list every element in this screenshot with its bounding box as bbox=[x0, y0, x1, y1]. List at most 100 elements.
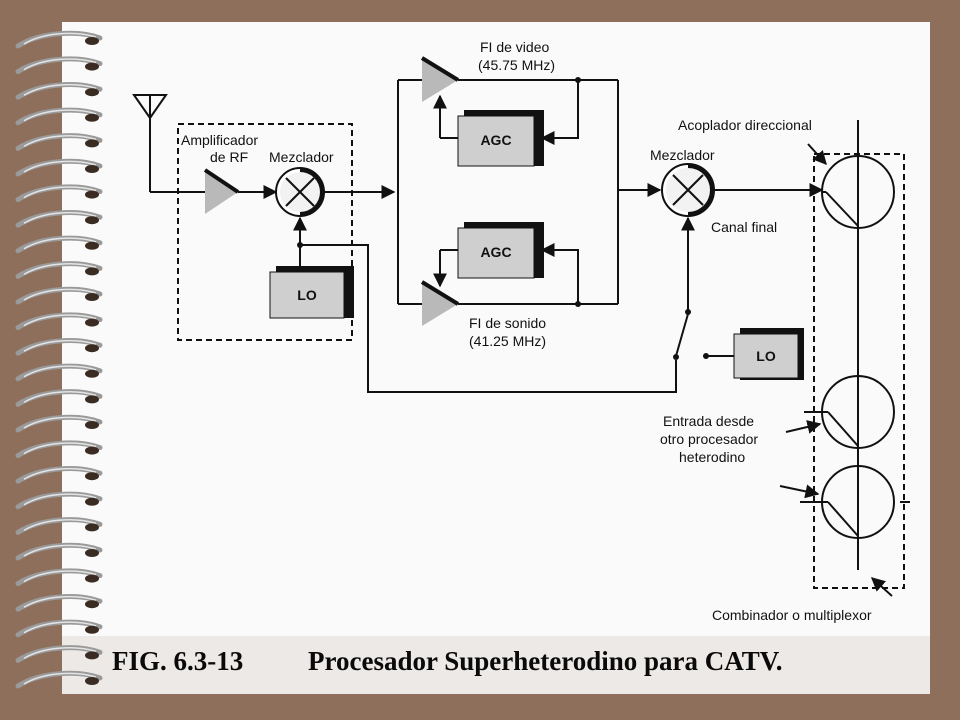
binding-hole bbox=[85, 472, 99, 481]
lo-1-block bbox=[269, 266, 354, 319]
acoplador-pointer bbox=[807, 143, 827, 166]
binding-hole bbox=[85, 677, 99, 685]
binding-hole bbox=[85, 113, 99, 122]
label-mezclador-1: Mezclador bbox=[269, 149, 334, 165]
binding-hole bbox=[85, 497, 99, 506]
spiral-ring-highlight bbox=[23, 519, 97, 532]
binding-hole bbox=[85, 369, 99, 378]
binding-hole bbox=[85, 395, 99, 404]
label-entrada-2: otro procesador bbox=[660, 431, 758, 447]
label-mezclador-2: Mezclador bbox=[650, 147, 715, 163]
binding-hole bbox=[85, 241, 99, 250]
agc-video-block bbox=[457, 110, 544, 167]
spiral-ring-highlight bbox=[23, 160, 97, 173]
binding-hole bbox=[85, 165, 99, 173]
spiral-ring-highlight bbox=[23, 570, 97, 583]
spiral-ring-highlight bbox=[23, 621, 97, 634]
label-entrada-1: Entrada desde bbox=[663, 413, 754, 429]
binding-hole bbox=[85, 88, 99, 97]
spiral-ring-highlight bbox=[23, 288, 97, 301]
agc-sound-label: AGC bbox=[480, 244, 511, 260]
label-fi-video: FI de video bbox=[480, 39, 549, 55]
spiral-ring-highlight bbox=[23, 672, 97, 685]
lo-2-label: LO bbox=[756, 348, 776, 364]
spiral-ring-highlight bbox=[23, 83, 97, 96]
spiral-binding bbox=[15, 30, 103, 689]
spiral-ring-highlight bbox=[23, 416, 97, 429]
lo1-bypass-line bbox=[300, 244, 677, 393]
binding-hole bbox=[85, 267, 99, 276]
figure-caption: FIG. 6.3-13 Procesador Superheterodino pa… bbox=[112, 646, 783, 677]
mixer-2 bbox=[661, 163, 715, 217]
spiral-ring-highlight bbox=[23, 391, 97, 404]
directional-coupler-1 bbox=[821, 155, 895, 229]
figure-title: Procesador Superheterodino para CATV. bbox=[308, 646, 783, 676]
figure-number: FIG. 6.3-13 bbox=[112, 646, 244, 676]
binding-hole bbox=[85, 600, 99, 609]
binding-hole bbox=[85, 62, 99, 71]
directional-coupler-2 bbox=[804, 375, 895, 449]
spiral-ring-highlight bbox=[23, 314, 97, 327]
spiral-ring-highlight bbox=[23, 544, 97, 557]
spiral-ring-highlight bbox=[23, 109, 97, 122]
mixer-1 bbox=[275, 167, 325, 217]
entrada-pointer-2 bbox=[779, 484, 820, 499]
agc-sound-block bbox=[457, 222, 544, 279]
binding-hole bbox=[85, 37, 99, 45]
rf-amplifier bbox=[203, 168, 240, 214]
sound-agc-feedback-line bbox=[540, 243, 579, 304]
binding-hole bbox=[85, 293, 99, 301]
binding-hole bbox=[85, 421, 99, 429]
spiral-ring-highlight bbox=[23, 647, 97, 660]
directional-coupler-3 bbox=[800, 465, 895, 539]
caption-band bbox=[62, 636, 930, 694]
lo-2-block bbox=[733, 328, 804, 380]
binding-hole bbox=[85, 549, 99, 557]
spiral-ring-highlight bbox=[23, 467, 97, 480]
lo-1-label: LO bbox=[297, 287, 317, 303]
binding-hole bbox=[85, 344, 99, 353]
label-canal-final: Canal final bbox=[711, 219, 777, 235]
video-if-amplifier bbox=[420, 56, 460, 102]
spiral-ring-highlight bbox=[23, 32, 97, 45]
label-fi-video-freq: (45.75 MHz) bbox=[478, 57, 555, 73]
spiral-ring-highlight bbox=[23, 211, 97, 224]
binding-hole bbox=[85, 574, 99, 583]
video-agc-feedback-line bbox=[540, 80, 579, 145]
label-combinador: Combinador o multiplexor bbox=[712, 607, 872, 623]
spiral-ring-highlight bbox=[23, 186, 97, 199]
entrada-pointer-1 bbox=[785, 420, 822, 434]
label-entrada-3: heterodino bbox=[679, 449, 745, 465]
rf-stage-box bbox=[177, 123, 353, 341]
spiral-ring-highlight bbox=[23, 493, 97, 506]
binding-hole bbox=[85, 216, 99, 225]
combinador-pointer bbox=[870, 577, 893, 597]
spiral-ring-highlight bbox=[23, 339, 97, 352]
label-fi-sonido-freq: (41.25 MHz) bbox=[469, 333, 546, 349]
spiral-ring-highlight bbox=[23, 595, 97, 608]
binding-hole bbox=[85, 651, 99, 660]
label-fi-sonido: FI de sonido bbox=[469, 315, 546, 331]
switch-contact bbox=[685, 309, 691, 315]
switch-blade bbox=[675, 313, 689, 357]
spiral-ring-highlight bbox=[23, 237, 97, 250]
spiral-ring-highlight bbox=[23, 58, 97, 71]
binding-hole bbox=[85, 446, 99, 455]
agc-video-label: AGC bbox=[480, 132, 511, 148]
label-amplificador: Amplificador bbox=[181, 132, 258, 148]
binding-hole bbox=[85, 523, 99, 532]
switch-pivot bbox=[673, 354, 679, 360]
label-acoplador: Acoplador direccional bbox=[678, 117, 812, 133]
label-de-rf: de RF bbox=[210, 149, 248, 165]
sound-if-amplifier bbox=[420, 280, 460, 326]
spiral-ring-highlight bbox=[23, 263, 97, 276]
binding-hole bbox=[85, 625, 99, 634]
binding-hole bbox=[85, 190, 99, 199]
binding-hole bbox=[85, 139, 99, 148]
antenna-icon bbox=[132, 94, 168, 192]
spiral-ring-highlight bbox=[23, 365, 97, 378]
spiral-ring-highlight bbox=[23, 135, 97, 148]
spiral-ring-highlight bbox=[23, 442, 97, 455]
